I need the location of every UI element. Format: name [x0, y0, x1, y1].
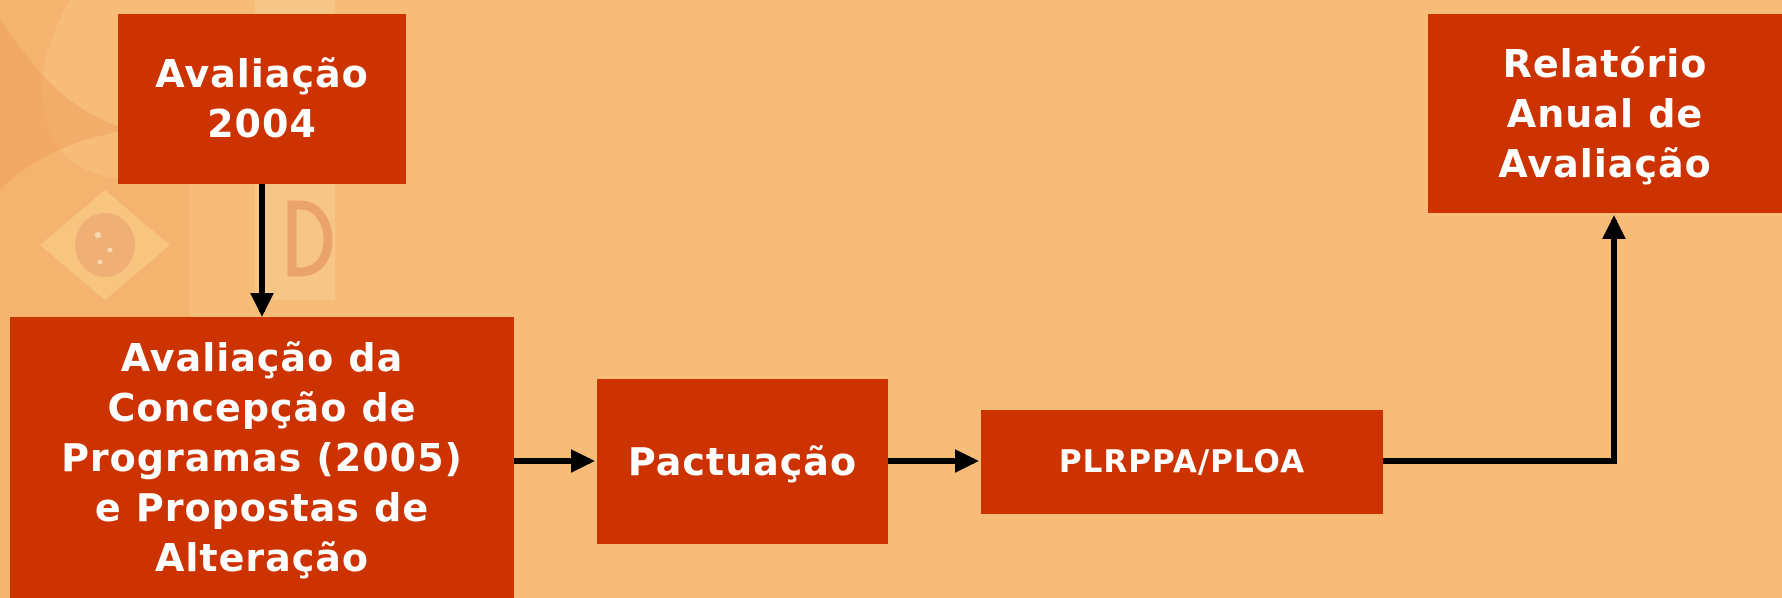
- node-pactuacao: Pactuação: [597, 379, 888, 544]
- arrow-plrppa-to-relatorio: [1383, 215, 1626, 464]
- node-label: Avaliação 2004: [155, 52, 369, 146]
- node-label: PLRPPA/PLOA: [1058, 444, 1306, 480]
- node-plrppa-ploa: PLRPPA/PLOA: [981, 410, 1383, 514]
- node-avaliacao-2004: Avaliação 2004: [118, 14, 406, 184]
- node-label: Relatório Anual de Avaliação: [1498, 41, 1712, 186]
- node-avaliacao-concepcao: Avaliação da Concepção de Programas (200…: [10, 317, 514, 598]
- node-label: Pactuação: [627, 439, 858, 484]
- node-relatorio-anual: Relatório Anual de Avaliação: [1428, 14, 1782, 213]
- node-label: Avaliação da Concepção de Programas (200…: [61, 335, 463, 580]
